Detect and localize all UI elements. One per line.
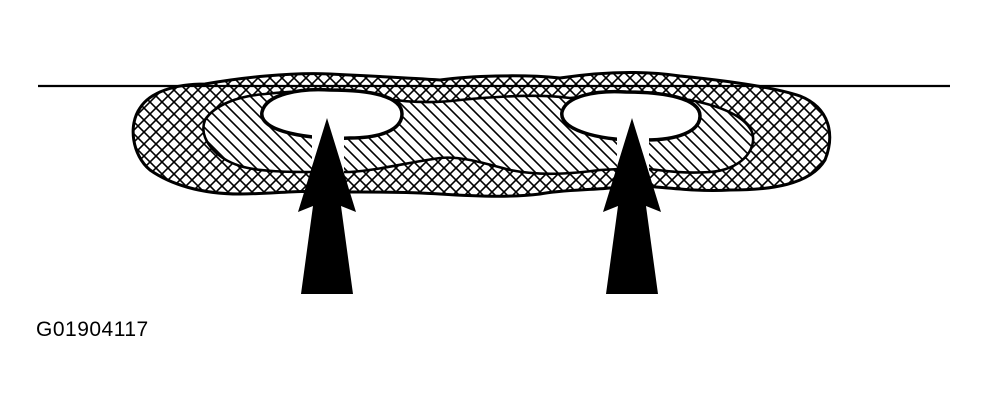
left-opening	[260, 87, 404, 141]
left-arrow-icon	[298, 118, 356, 294]
right-opening	[560, 89, 702, 142]
right-arrow-icon	[603, 118, 661, 294]
figure-id-label: G01904117	[36, 318, 149, 341]
